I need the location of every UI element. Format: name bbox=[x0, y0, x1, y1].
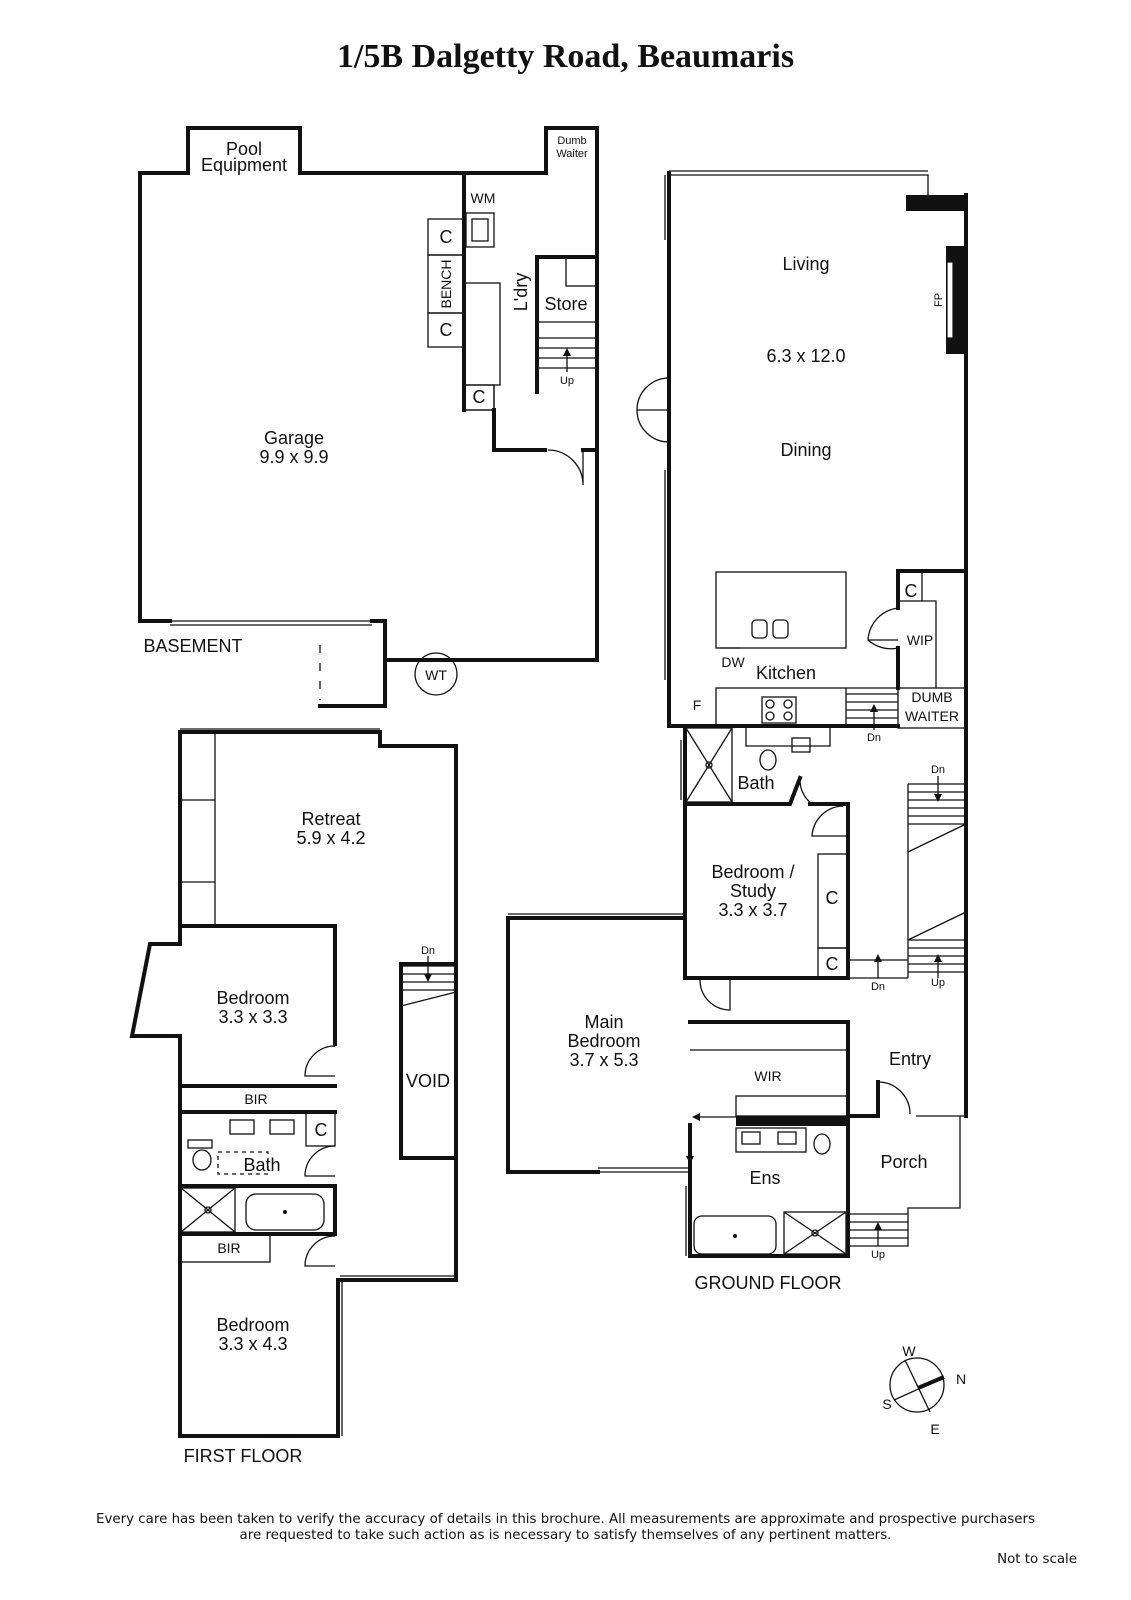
main-bedroom-label-2: Bedroom bbox=[567, 1031, 640, 1051]
store-label: Store bbox=[544, 294, 587, 314]
first-floor-label: FIRST FLOOR bbox=[184, 1446, 303, 1466]
fridge-label: F bbox=[693, 697, 702, 713]
wip-label: WIP bbox=[907, 632, 933, 648]
bedroom-study-label-2: Study bbox=[730, 881, 776, 901]
bedroom-study-label-1: Bedroom / bbox=[711, 862, 794, 882]
bath-first-label: Bath bbox=[243, 1155, 280, 1175]
wm-label: WM bbox=[471, 190, 496, 206]
cupboard-label: C bbox=[440, 320, 453, 340]
main-bedroom-size: 3.7 x 5.3 bbox=[569, 1050, 638, 1070]
dumb-waiter-basement-label-2: Waiter bbox=[556, 148, 588, 160]
dining-label: Dining bbox=[780, 440, 831, 460]
not-to-scale-note: Not to scale bbox=[997, 1552, 1077, 1567]
wt-label: WT bbox=[425, 667, 447, 683]
void-label: VOID bbox=[406, 1071, 450, 1091]
fireplace-label: FP bbox=[933, 293, 945, 307]
compass-east: E bbox=[930, 1421, 939, 1437]
bedroom-study-size: 3.3 x 3.7 bbox=[718, 900, 787, 920]
stairs-down-label: Dn bbox=[871, 981, 885, 993]
compass-west: W bbox=[902, 1343, 916, 1359]
cupboard-label: C bbox=[905, 581, 918, 601]
ground-floor-label: GROUND FLOOR bbox=[694, 1273, 841, 1293]
cupboard-label: C bbox=[315, 1120, 328, 1140]
dumb-waiter-basement-label-1: Dumb bbox=[557, 135, 586, 147]
dishwasher-label: DW bbox=[721, 654, 745, 670]
bath-ground-label: Bath bbox=[737, 773, 774, 793]
retreat-label: Retreat bbox=[301, 809, 360, 829]
living-label: Living bbox=[782, 254, 829, 274]
pool-equipment-label-2: Equipment bbox=[201, 155, 287, 175]
compass-south: S bbox=[882, 1396, 891, 1412]
kitchen-label: Kitchen bbox=[756, 663, 816, 683]
garage-size: 9.9 x 9.9 bbox=[259, 447, 328, 467]
stairs-down-label: Dn bbox=[421, 945, 435, 957]
main-bedroom-label-1: Main bbox=[584, 1012, 623, 1032]
bedroom-b-size: 3.3 x 4.3 bbox=[218, 1334, 287, 1354]
pool-equipment-label-1: Pool bbox=[226, 139, 262, 159]
laundry-label: L'dry bbox=[511, 273, 531, 311]
cupboard-label: C bbox=[826, 954, 839, 974]
cupboard-label: C bbox=[440, 227, 453, 247]
bir-label: BIR bbox=[217, 1240, 240, 1256]
stairs-up-label: Up bbox=[871, 1249, 885, 1261]
cupboard-label: C bbox=[826, 888, 839, 908]
disclaimer: Every care has been taken to verify the … bbox=[0, 1512, 1131, 1544]
wir-label: WIR bbox=[754, 1068, 781, 1084]
stairs-up-label: Up bbox=[560, 375, 574, 387]
entry-label: Entry bbox=[889, 1049, 931, 1069]
dumb-waiter-ground-label-1: DUMB bbox=[911, 689, 952, 705]
bench-label: BENCH bbox=[438, 259, 454, 308]
compass-north: N bbox=[956, 1371, 966, 1387]
ground-floor-plan bbox=[506, 170, 968, 1413]
disclaimer-line-1: Every care has been taken to verify the … bbox=[95, 1512, 1035, 1527]
stairs-down-label: Dn bbox=[931, 764, 945, 776]
dumb-waiter-ground-label-2: WAITER bbox=[905, 708, 959, 724]
ensuite-label: Ens bbox=[749, 1168, 780, 1188]
bedroom-a-size: 3.3 x 3.3 bbox=[218, 1007, 287, 1027]
basement-floor-label: BASEMENT bbox=[143, 636, 242, 656]
porch-label: Porch bbox=[880, 1152, 927, 1172]
page-title: 1/5B Dalgetty Road, Beaumaris bbox=[336, 38, 795, 75]
bir-label: BIR bbox=[244, 1091, 267, 1107]
stairs-up-label: Up bbox=[931, 977, 945, 989]
stairs-down-label: Dn bbox=[867, 732, 881, 744]
cupboard-label: C bbox=[473, 387, 486, 407]
bedroom-b-label: Bedroom bbox=[216, 1315, 289, 1335]
retreat-size: 5.9 x 4.2 bbox=[296, 828, 365, 848]
first-floor-plan bbox=[129, 728, 458, 1438]
disclaimer-line-2: are requested to take such action as is … bbox=[239, 1528, 892, 1543]
basement-plan bbox=[138, 126, 599, 708]
garage-label: Garage bbox=[264, 428, 324, 448]
bedroom-a-label: Bedroom bbox=[216, 988, 289, 1008]
living-size: 6.3 x 12.0 bbox=[766, 346, 845, 366]
